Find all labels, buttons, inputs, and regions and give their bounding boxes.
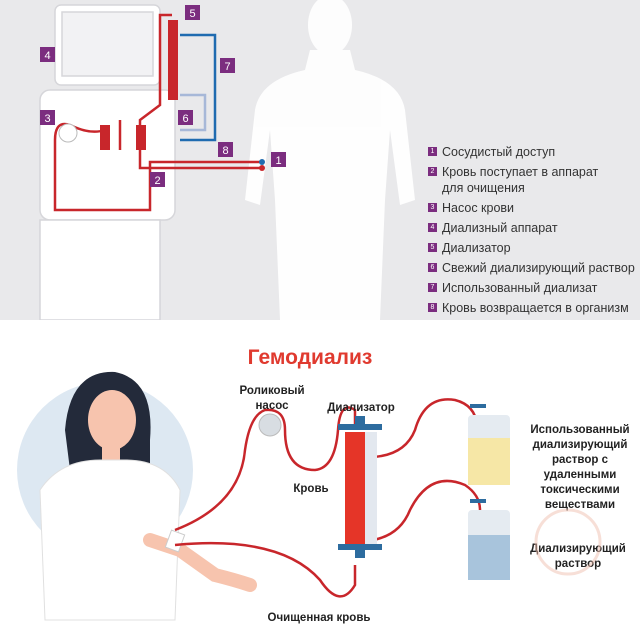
svg-text:Использованный: Использованный [530,424,629,436]
svg-text:раствор с: раствор с [552,454,609,466]
blood-pump [58,123,78,143]
svg-text:Кровь: Кровь [293,483,328,495]
watermark-logo [534,508,602,576]
svg-text:5: 5 [189,8,195,20]
svg-text:7: 7 [224,61,230,73]
fresh-dialysate-jug [468,499,510,580]
svg-text:Диализатор: Диализатор [327,402,395,414]
svg-text:удаленными: удаленными [544,469,617,481]
svg-text:Очищенная кровь: Очищенная кровь [268,612,371,624]
blood-tubing [174,398,482,598]
hemodialysis-diagram: Гемодиализ [17,346,630,624]
used-dialysate-jug [468,404,510,485]
svg-text:8: 8 [222,145,228,157]
svg-text:Роликовый: Роликовый [239,385,304,397]
patient-illustration [17,371,257,621]
human-silhouette [245,0,415,320]
svg-text:диализирующий: диализирующий [533,439,628,451]
markers: 4 3 2 5 6 7 8 1 [40,5,286,187]
dialysate-lines [180,33,217,142]
dialyzer [338,416,382,558]
dialyzer [168,20,178,100]
hemodialysis-panel: Гемодиализ [0,320,640,640]
svg-text:6: 6 [182,113,188,125]
blood-chamber [100,125,110,150]
blood-chamber [136,125,146,150]
svg-text:насос: насос [255,400,289,412]
svg-text:4: 4 [44,50,50,62]
svg-text:Диализирующий: Диализирующий [530,543,626,555]
svg-text:веществами: веществами [545,499,615,511]
svg-text:2: 2 [154,175,160,187]
svg-text:токсическими: токсическими [540,484,619,496]
svg-text:1: 1 [275,155,281,167]
svg-text:3: 3 [44,113,50,125]
machine-diagram: 4 3 2 5 6 7 8 1 [39,0,415,320]
title: Гемодиализ [248,346,373,369]
roller-pump-icon [258,413,282,437]
